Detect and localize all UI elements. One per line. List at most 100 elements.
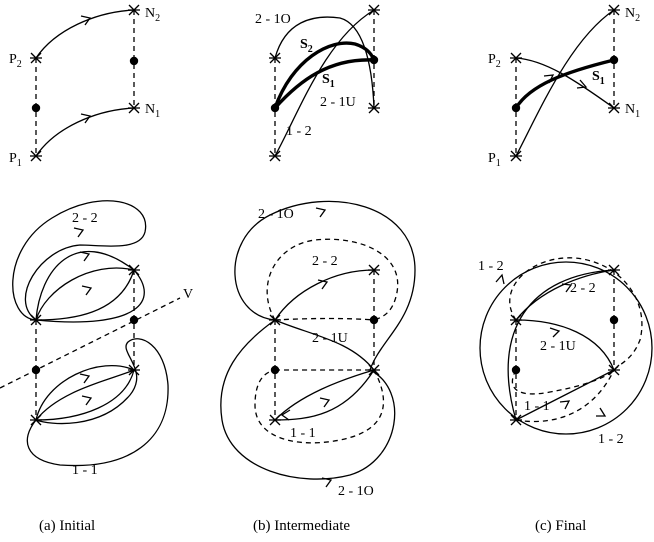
label-2-2: 2 - 2 [72,211,98,226]
arrow-marker [321,477,333,488]
arrow-marker [280,409,291,421]
panel-a-bottom: V 2 - 2 1 - 1 [0,200,193,478]
label-p1: P1 [488,151,501,169]
node-dot [511,103,521,113]
label-2-1o: 2 - 1O [338,484,374,499]
loop-2-2-outer [12,200,147,321]
dashed-loop [266,238,399,321]
strand [515,269,615,321]
strand [35,369,135,421]
label-p2: P2 [488,52,501,70]
dashed-edge [274,317,375,321]
panel-a-top: P2 P1 N2 N1 [9,4,160,169]
label-s2: S2 [300,37,313,55]
arrow-marker [81,395,93,406]
panel-c-top: P2 P1 N2 N1 S1 [488,4,640,169]
strand [35,269,145,323]
crossing-star [509,414,523,426]
outer-circle-1-2 [479,261,653,435]
label-1-1: 1 - 1 [524,399,550,414]
label-2-1o: 2 - 1O [258,207,294,222]
arrow-marker [495,273,505,285]
node-dot [511,365,521,375]
crossing-star [367,364,381,376]
arrow-marker [80,113,92,124]
node-dot [609,55,619,65]
caption-initial: (a) Initial [39,518,95,534]
label-n1: N1 [145,102,160,120]
label-2-1u: 2 - 1U [320,95,356,110]
label-1-2: 1 - 2 [598,432,624,447]
strand [515,57,615,109]
strand [35,369,135,421]
crossing-star [268,414,282,426]
label-2-1o: 2 - 1O [255,12,291,27]
node-dot [31,103,41,113]
strand-s1 [273,58,376,110]
arrow-marker [81,285,93,296]
label-1-1: 1 - 1 [290,426,316,441]
label-1-2: 1 - 2 [478,259,504,274]
loop-2-2-inner [35,250,135,321]
label-2-2: 2 - 2 [570,281,596,296]
node-dot [270,103,280,113]
strand-s1 [514,58,616,110]
crossing-star [607,364,621,376]
arrow-marker [73,227,85,238]
strand [35,107,135,157]
strand [274,9,375,157]
label-v: V [183,287,193,302]
label-2-2: 2 - 2 [312,254,338,269]
node-dot [369,315,379,325]
panel-b-bottom: 2 - 1O 2 - 2 2 - 1U 1 - 1 2 - 1O [220,200,416,499]
arrow-marker [549,327,561,338]
arrow-marker [576,79,588,89]
label-p1: P1 [9,151,22,169]
crossing-star [29,414,43,426]
strand-2-1u [515,319,615,371]
label-s1: S1 [322,72,335,90]
label-2-1u: 2 - 1U [312,331,348,346]
line-v [0,297,181,389]
strand [515,369,615,421]
strand [507,269,615,421]
dashed-loop [509,257,643,371]
label-n2: N2 [625,6,640,24]
label-2-1u: 2 - 1U [540,339,576,354]
label-s1: S1 [592,69,605,87]
strand [274,269,375,321]
panel-c-bottom: 1 - 2 2 - 2 2 - 1U 1 - 1 1 - 2 [478,257,653,447]
arrow-marker [317,279,329,290]
label-n2: N2 [145,6,160,24]
strand [35,269,135,321]
node-dot [369,55,379,65]
dashed-edge [515,369,615,423]
arrow-marker [315,207,327,218]
strand [35,9,135,59]
node-dot [129,315,139,325]
dashed-loop [511,369,615,395]
arrow-marker [79,373,91,384]
loop-1-1-inner [35,365,135,421]
arrow-marker [596,407,607,417]
arrow-marker [561,283,573,293]
strand [274,369,375,421]
strand [274,369,375,421]
node-dot [31,365,41,375]
dashed-loop [254,369,385,444]
arrow-marker [559,400,571,410]
arrow-marker [543,74,555,84]
node-dot [129,56,139,66]
arrow-marker [319,397,331,408]
label-1-2: 1 - 2 [286,124,312,139]
loop-1-1-outer [26,338,169,467]
strand [274,319,375,371]
panel-b-top: 2 - 1O S2 S1 2 - 1U 1 - 2 [255,4,381,162]
label-n1: N1 [625,102,640,120]
node-dot [270,365,280,375]
label-p2: P2 [9,52,22,70]
arrow-marker [79,251,91,262]
strand [35,267,135,321]
node-dot [609,315,619,325]
